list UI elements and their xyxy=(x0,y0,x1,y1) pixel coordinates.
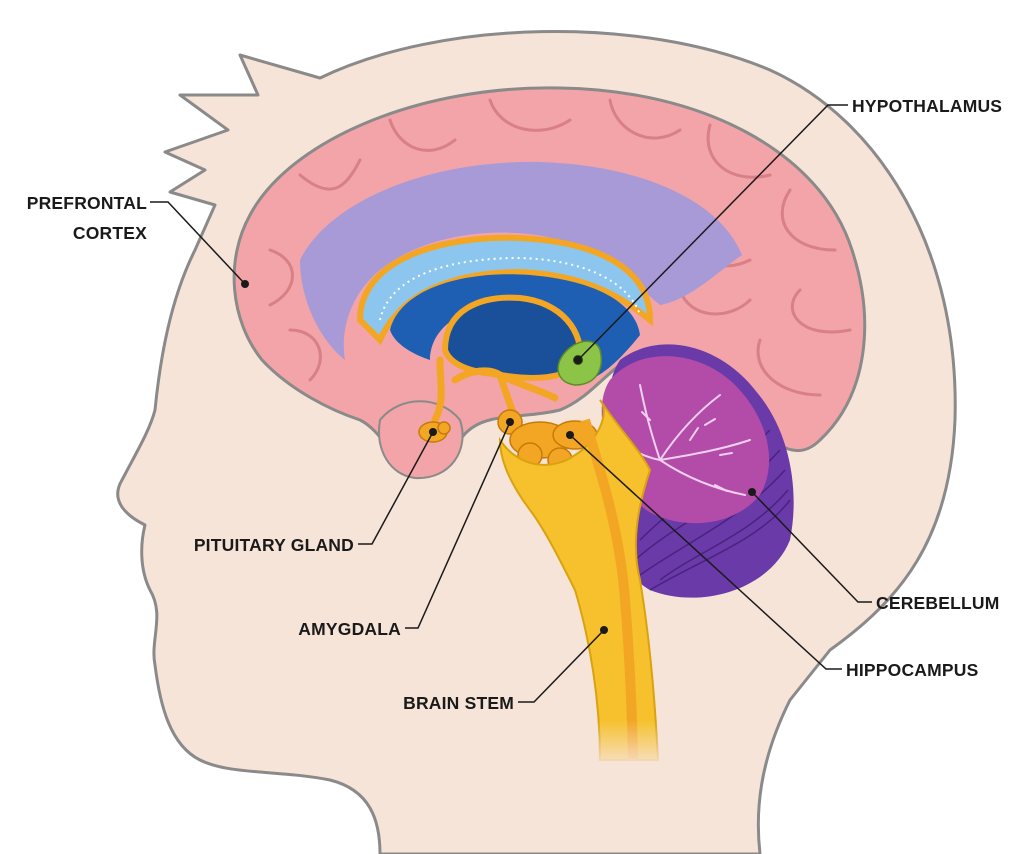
leader-hypothalamus xyxy=(577,104,848,361)
pointer-amygdala xyxy=(506,418,514,426)
leader-cerebellum xyxy=(751,491,872,603)
arbor-vitae xyxy=(614,384,751,496)
cerebellum xyxy=(601,344,794,598)
label-brain-stem: BRAIN STEM xyxy=(403,693,514,713)
frontal-lobe-base xyxy=(378,400,464,480)
leader-brain-stem xyxy=(518,629,605,703)
lateral-ventricle xyxy=(300,161,742,360)
leader-pituitary-gland xyxy=(358,431,434,545)
pointer-cerebellum xyxy=(748,488,756,496)
pointer-brain-stem xyxy=(600,626,608,634)
labels: PREFRONTAL CORTEX HYPOTHALAMUS PITUITARY… xyxy=(27,96,1002,713)
pointer-hypothalamus xyxy=(574,356,582,364)
leader-amygdala xyxy=(405,421,511,629)
label-prefrontal-cortex-line2: CORTEX xyxy=(73,223,147,243)
label-hypothalamus: HYPOTHALAMUS xyxy=(852,96,1002,116)
leader-lines xyxy=(150,104,872,703)
leader-prefrontal-cortex xyxy=(150,201,246,285)
label-amygdala: AMYGDALA xyxy=(298,619,401,639)
brain-stem xyxy=(498,399,670,770)
pointer-prefrontal-cortex xyxy=(241,280,249,288)
label-prefrontal-cortex-line1: PREFRONTAL xyxy=(27,193,147,213)
label-pituitary-gland: PITUITARY GLAND xyxy=(194,535,354,555)
leader-hippocampus xyxy=(569,434,842,670)
pointer-hippocampus xyxy=(566,431,574,439)
cortex-gyri xyxy=(268,98,852,397)
pointer-pituitary-gland xyxy=(429,428,437,436)
label-hippocampus: HIPPOCAMPUS xyxy=(846,660,979,680)
label-cerebellum: CEREBELLUM xyxy=(876,593,1000,613)
